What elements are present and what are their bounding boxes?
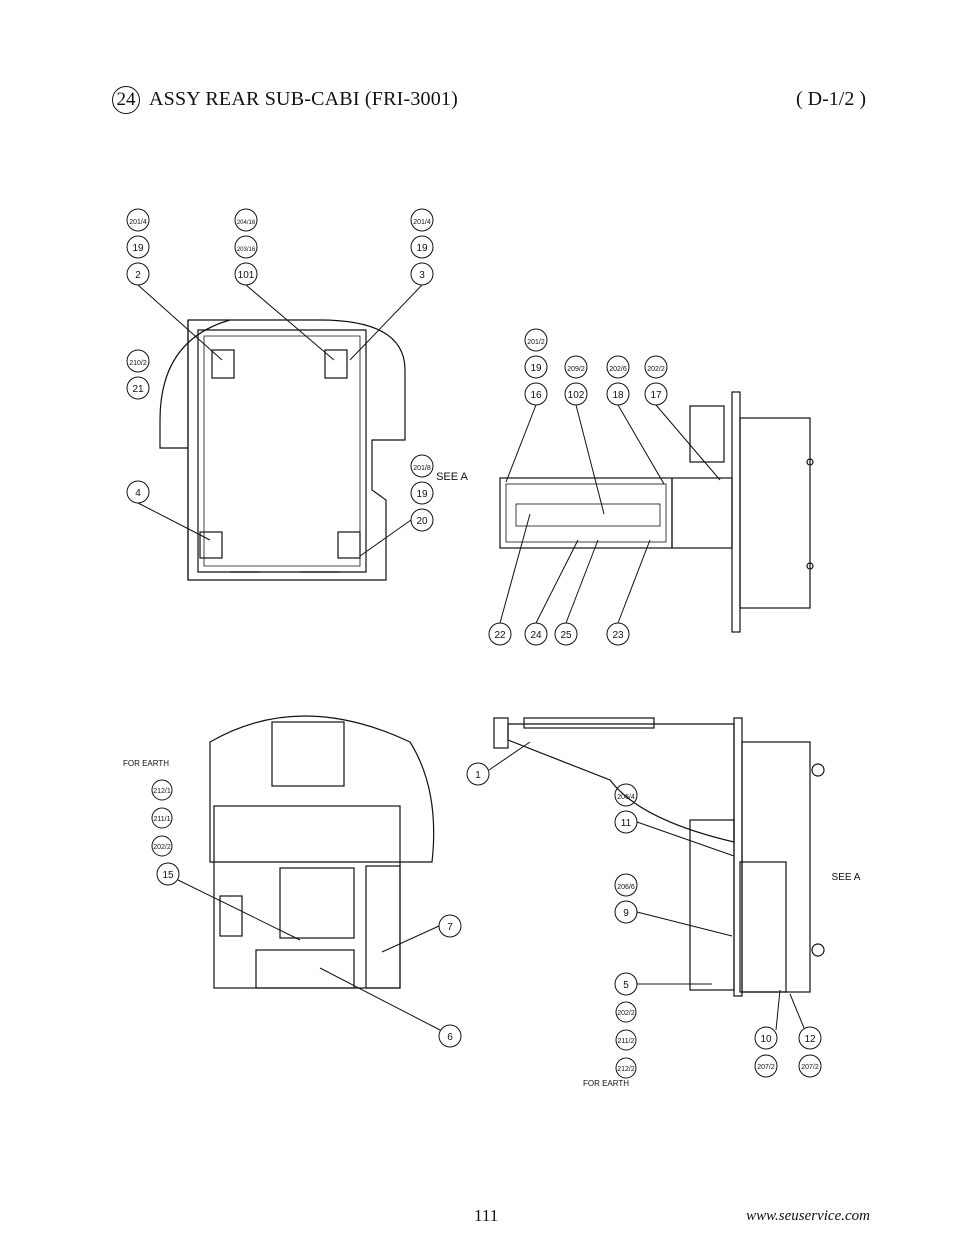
balloon-label: 1	[475, 770, 481, 781]
balloon-label: 102	[568, 390, 585, 401]
see-a-label: SEE A	[436, 471, 468, 483]
balloon-label: 211/2	[618, 1038, 635, 1045]
balloon-label: 19	[132, 243, 144, 254]
balloon-label: 7	[447, 922, 453, 933]
see-a-label: SEE A	[832, 872, 861, 883]
balloon-label: 16	[530, 390, 542, 401]
balloons-top-view	[126, 208, 434, 557]
balloon-label: 18	[612, 390, 624, 401]
for-earth-label: FOR EARTH	[123, 759, 169, 768]
balloon-label: 204/16	[237, 220, 256, 226]
front-view-drawing	[209, 715, 435, 989]
page-header: 24 ASSY REAR SUB-CABI (FRI-3001) ( D-1/2…	[112, 86, 872, 118]
for-earth-label: FOR EARTH	[583, 1079, 629, 1088]
balloon-label: 15	[162, 870, 174, 881]
balloon-label: 19	[416, 489, 428, 500]
page-title: ASSY REAR SUB-CABI (FRI-3001)	[149, 88, 458, 110]
balloon-label: 2	[135, 270, 141, 281]
page-number: 111	[474, 1206, 499, 1225]
balloon-label: 19	[530, 363, 542, 374]
balloon-label: 206/4	[617, 794, 635, 801]
balloon-label: 21	[132, 384, 144, 395]
balloon-label: 202/6	[609, 366, 627, 373]
balloon-label: 212/1	[153, 788, 171, 795]
balloon-label: 11	[621, 818, 632, 829]
balloon-label: 209/2	[567, 366, 585, 373]
balloon-label: 202/2	[647, 366, 665, 373]
website-url[interactable]: www.seuservice.com	[746, 1208, 870, 1224]
balloon-label: 201/4	[129, 219, 147, 226]
balloon-label: 22	[494, 630, 506, 641]
balloon-label: 23	[612, 630, 624, 641]
balloon-label: 202/2	[617, 1010, 635, 1017]
balloon-label: 201/8	[413, 465, 431, 472]
top-view-drawing	[159, 319, 406, 581]
side-view-drawing	[499, 391, 814, 633]
page-code: ( D-1/2 )	[796, 88, 866, 110]
balloon-label: 5	[623, 980, 629, 991]
balloon-label: 9	[623, 908, 629, 919]
balloon-label: 25	[560, 630, 572, 641]
balloon-label: 207/2	[757, 1064, 775, 1071]
balloon-label: 212/2	[617, 1066, 635, 1073]
balloon-label: 6	[447, 1032, 453, 1043]
balloon-label: 4	[135, 488, 141, 499]
balloon-label: 3	[419, 270, 425, 281]
balloon-label: 201/4	[413, 219, 431, 226]
balloon-label: 203/16	[237, 247, 256, 253]
balloons-elevation-view	[466, 741, 822, 1079]
balloon-label: 19	[416, 243, 428, 254]
balloon-label: 206/6	[617, 884, 635, 891]
balloon-label: 202/2	[153, 844, 171, 851]
balloons-side-view	[488, 328, 721, 646]
balloon-label: 201/2	[527, 339, 545, 346]
balloon-label: 10	[760, 1034, 772, 1045]
section-number-badge: 24	[112, 86, 140, 114]
balloon-label: 24	[530, 630, 542, 641]
balloon-label: 210/2	[129, 360, 147, 367]
elevation-view-drawing	[493, 717, 825, 997]
balloons-front-view	[151, 779, 462, 1048]
balloon-label: 20	[416, 516, 428, 527]
balloon-label: 101	[238, 270, 255, 281]
balloon-label: 12	[804, 1034, 816, 1045]
balloon-label: 207/2	[801, 1064, 819, 1071]
balloon-label: 17	[650, 390, 662, 401]
balloon-label: 211/1	[154, 816, 171, 823]
